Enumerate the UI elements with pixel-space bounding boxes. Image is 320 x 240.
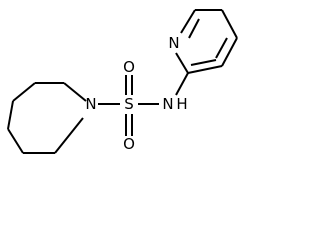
azepane-bond: [12, 82, 36, 102]
atom-label-sulfur: S: [124, 95, 134, 113]
atom-label-ring-nitrogen: N: [85, 95, 96, 113]
azepane-bond: [7, 100, 14, 130]
atom-label-oxygen-top: O: [123, 58, 135, 76]
pyridine-ring: [175, 9, 238, 74]
azepane-bond: [63, 82, 87, 102]
atom-label-oxygen-bottom: O: [123, 135, 135, 153]
pyridine-inner-double-bond: [190, 59, 217, 66]
pyridine-inner-double-bond: [188, 18, 200, 39]
pyridine-bond: [221, 9, 238, 39]
atom-label-amide-nitrogen: N: [162, 95, 173, 113]
azepane-ring: [7, 82, 87, 154]
atom-label-pyridine-nitrogen: N: [168, 34, 179, 52]
pyridine-bond: [180, 9, 196, 34]
azepane-bond: [54, 117, 84, 154]
atom-label-amide-hydrogen: H: [176, 95, 187, 113]
pyridine-bond: [175, 52, 189, 74]
sulfonyl-group: [98, 75, 159, 136]
pyridine-bond: [187, 65, 223, 74]
chemical-structure-diagram: N S O O N H N: [7, 9, 238, 154]
azepane-bond: [7, 128, 24, 154]
pyridine-inner-double-bond: [215, 37, 228, 59]
pyridine-bond: [221, 37, 238, 67]
nh-pyridine-bond: [175, 72, 189, 96]
